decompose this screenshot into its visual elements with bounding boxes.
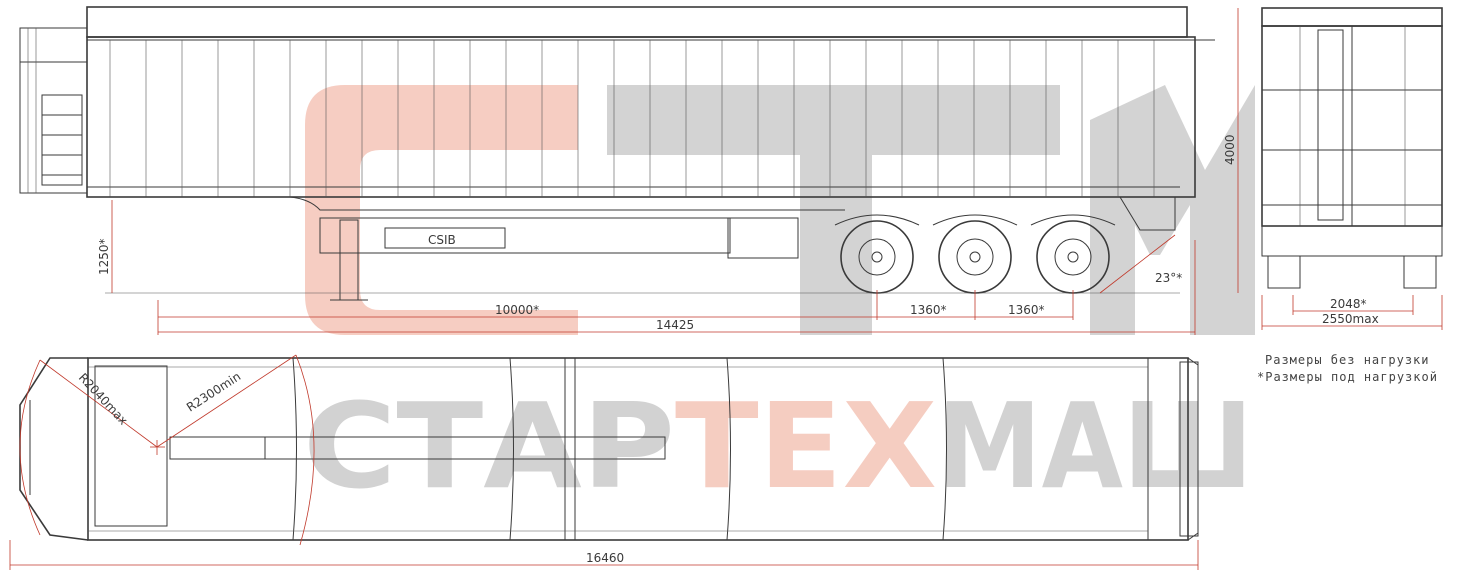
dim-overall-width: 2550max — [1322, 312, 1379, 326]
top-body-outline — [87, 357, 1189, 541]
toolbox — [727, 217, 799, 259]
front-ladder — [19, 27, 88, 194]
watermark-text-part1: СТАР — [303, 377, 675, 515]
legend: Размеры без нагрузки *Размеры под нагруз… — [1257, 353, 1438, 384]
side-body-stakes — [109, 40, 1155, 197]
watermark-logo-c — [305, 85, 578, 335]
dim-axle-spacing-1: 1360* — [910, 303, 947, 317]
legend-line-1: Размеры без нагрузки — [1265, 353, 1430, 367]
dim-axle-spacing-2: 1360* — [1008, 303, 1045, 317]
dim-overall-length-side: 14425 — [656, 318, 694, 332]
dim-track-width: 2048* — [1330, 297, 1367, 311]
side-dimensions: 1250* 10000* 1360* 1360* 14425 23°* — [97, 200, 1196, 335]
side-chassis: CSIB — [87, 196, 1176, 301]
tank-marking: CSIB — [428, 233, 456, 247]
watermark-logo-m — [1090, 85, 1255, 335]
rear-ladder — [1317, 29, 1344, 221]
dim-turning-radius: R2300min — [184, 369, 243, 414]
rear-bumper — [1261, 225, 1443, 257]
top-cross-straps — [292, 357, 947, 541]
watermark-company-name: СТАР ТЕХ МАШ — [303, 377, 1253, 515]
watermark-text-part2: ТЕХ — [675, 377, 937, 515]
dim-overall-length: 16460 — [586, 551, 624, 565]
legend-line-2: *Размеры под нагрузкой — [1257, 370, 1438, 384]
dim-departure-angle: 23°* — [1155, 271, 1182, 285]
dim-kingpin-to-axle: 10000* — [495, 303, 539, 317]
dim-rear-height: 4000 — [1223, 134, 1237, 165]
side-view: CSIB — [19, 6, 1215, 335]
rear-view: 4000 2048* 2550max — [1223, 7, 1443, 330]
side-body-roof — [86, 6, 1188, 38]
watermark-text-part3: МАШ — [937, 377, 1253, 515]
top-center-beam — [169, 436, 666, 460]
dim-front-radius: R2040max — [76, 370, 131, 427]
rear-dimensions: 4000 2048* 2550max — [1223, 8, 1443, 330]
dim-coupling-height: 1250* — [97, 238, 111, 275]
side-wheels — [834, 214, 1116, 294]
wheel-axle-2 — [938, 220, 1012, 294]
watermark: СТАР ТЕХ МАШ — [303, 85, 1255, 515]
